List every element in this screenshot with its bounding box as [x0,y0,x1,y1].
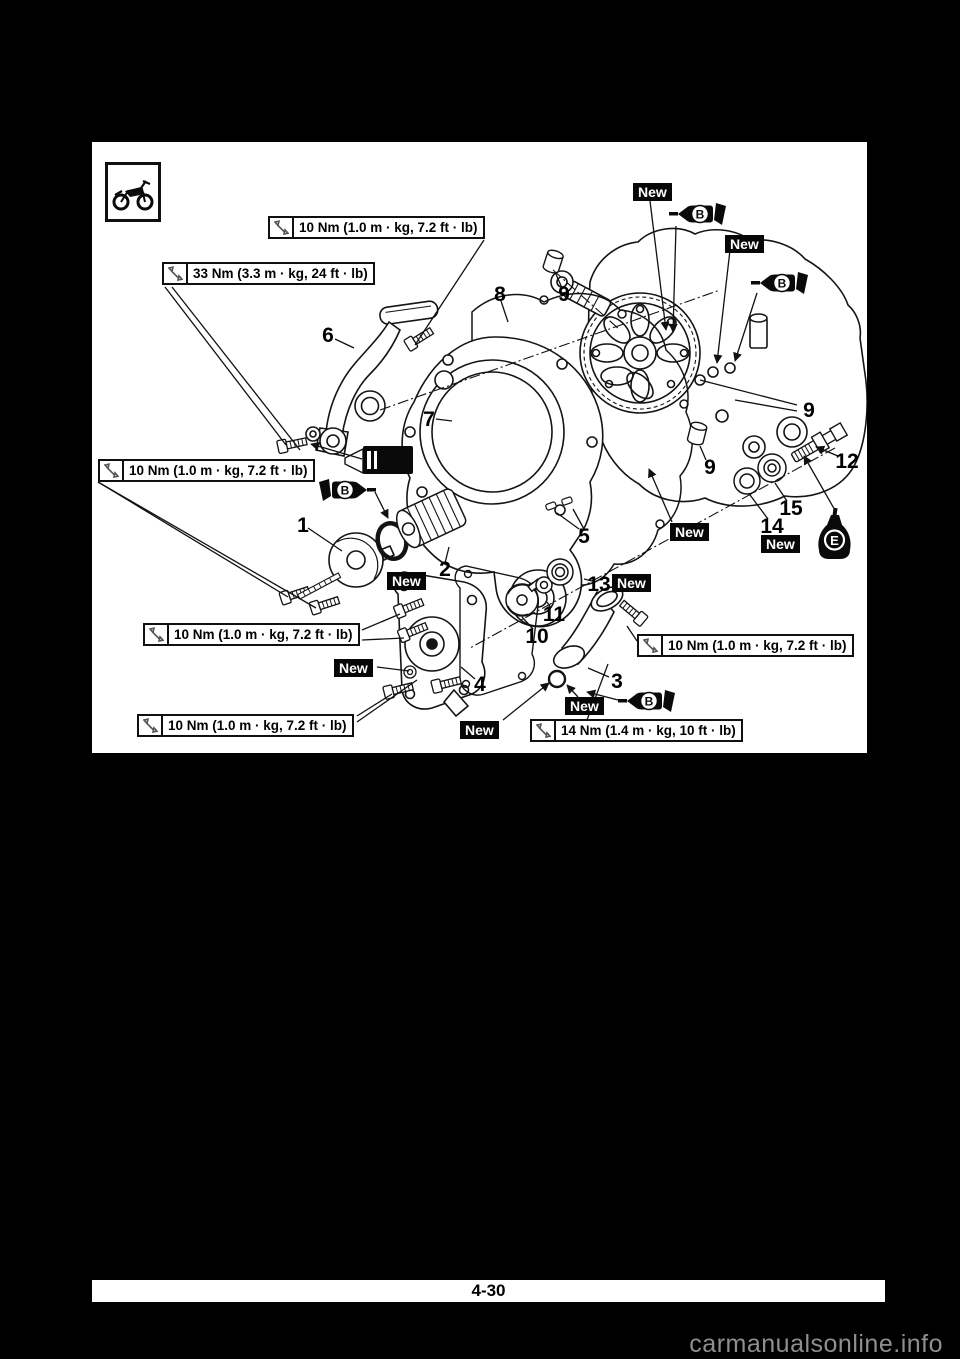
torque-value: 10 Nm (1.0 m · kg, 7.2 ft · lb) [129,463,308,478]
grease-B-symbol: B [618,688,682,719]
wrench-icon [100,461,124,480]
grease-B-symbol: B [751,270,815,301]
sealant-tube-icon [344,446,413,475]
callout-5: 5 [578,525,590,548]
new-part-badge: New [460,721,499,739]
svg-text:B: B [341,484,350,498]
new-part-badge: New [565,697,604,715]
wrench-icon [145,625,169,644]
pump-pin-drawing [545,496,573,511]
wrench-icon [532,721,556,740]
svg-text:B: B [645,695,654,709]
new-part-badge: New [670,523,709,541]
callout-10: 10 [525,625,549,648]
page-number-band: 4-30 [92,1280,885,1302]
wrench-icon [639,636,663,655]
svg-text:E: E [830,533,839,548]
callout-8: 8 [494,283,506,306]
callout-14: 14 [760,515,784,538]
new-part-badge: New [612,574,651,592]
oil-filter-element-drawing [395,488,467,549]
watermark: carmanualsonline.info [689,1330,943,1358]
callout-2: 2 [439,558,451,581]
washer-drawing [403,665,417,679]
callout-15: 15 [779,497,803,520]
leader-lines [97,200,839,723]
callout-6: 6 [322,324,334,347]
washer-drawing [535,576,553,594]
motorcycle-icon [112,179,154,211]
torque-box-filter-cover: 10 Nm (1.0 m · kg, 7.2 ft · lb) [98,459,315,482]
model-icon-box [105,162,161,222]
clutch-assembly-drawing [550,270,701,414]
grease-gun-icon: B [618,690,675,712]
new-part-badge: New [725,235,764,253]
svg-text:B: B [778,277,787,291]
torque-box-pump-lower: 10 Nm (1.0 m · kg, 7.2 ft · lb) [137,714,354,737]
callout-9: 9 [704,456,716,479]
wrench-icon [139,716,163,735]
callout-11: 11 [542,603,566,626]
torque-value: 10 Nm (1.0 m · kg, 7.2 ft · lb) [168,718,347,733]
engine-oil-E-symbol: E [816,507,854,569]
exploded-diagram-panel: 10 Nm (1.0 m · kg, 7.2 ft · lb) 33 Nm (3… [92,142,867,753]
new-part-badge: New [633,183,672,201]
kick-lever-drawing [275,300,439,457]
callout-12: 12 [835,450,859,473]
svg-text:B: B [696,208,705,222]
torque-value: 33 Nm (3.3 m · kg, 24 ft · lb) [193,266,368,281]
callout-9: 9 [803,399,815,422]
impeller-drawing [505,578,543,617]
bearing-drawing [546,558,574,586]
torque-value: 10 Nm (1.0 m · kg, 7.2 ft · lb) [299,220,478,235]
torque-box-pipe-bolt: 10 Nm (1.0 m · kg, 7.2 ft · lb) [637,634,854,657]
callout-7: 7 [423,408,435,431]
torque-value: 10 Nm (1.0 m · kg, 7.2 ft · lb) [174,627,353,642]
grease-gun-icon: B [751,272,808,294]
torque-box-cover-bolt: 10 Nm (1.0 m · kg, 7.2 ft · lb) [268,216,485,239]
new-part-badge: New [387,572,426,590]
oil-bottle-icon: E [818,507,851,559]
grease-B-symbol: B [312,477,376,508]
new-part-badge: New [761,535,800,553]
new-part-badge: New [334,659,373,677]
callout-3: 3 [611,670,623,693]
callout-1: 1 [297,514,309,537]
grease-B-symbol: B [669,201,733,232]
wrench-icon [164,264,188,283]
callout-13: 13 [587,573,611,596]
coolant-pipe-drawing [547,586,650,689]
wrench-icon [270,218,294,237]
torque-box-pipe-flange: 14 Nm (1.4 m · kg, 10 ft · lb) [530,719,743,742]
torque-box-pump-upper: 10 Nm (1.0 m · kg, 7.2 ft · lb) [143,623,360,646]
grease-gun-icon: B [319,479,376,501]
center-lines [379,269,836,649]
callout-4: 4 [474,673,486,696]
torque-value: 14 Nm (1.4 m · kg, 10 ft · lb) [561,723,736,738]
torque-box-kick-lever: 33 Nm (3.3 m · kg, 24 ft · lb) [162,262,375,285]
page-number: 4-30 [471,1281,506,1300]
engine-exploded-line-art [97,200,867,723]
torque-value: 10 Nm (1.0 m · kg, 7.2 ft · lb) [668,638,847,653]
callout-9: 9 [558,283,570,306]
oil-seal-drawing [733,453,787,495]
grease-gun-icon: B [669,203,726,225]
